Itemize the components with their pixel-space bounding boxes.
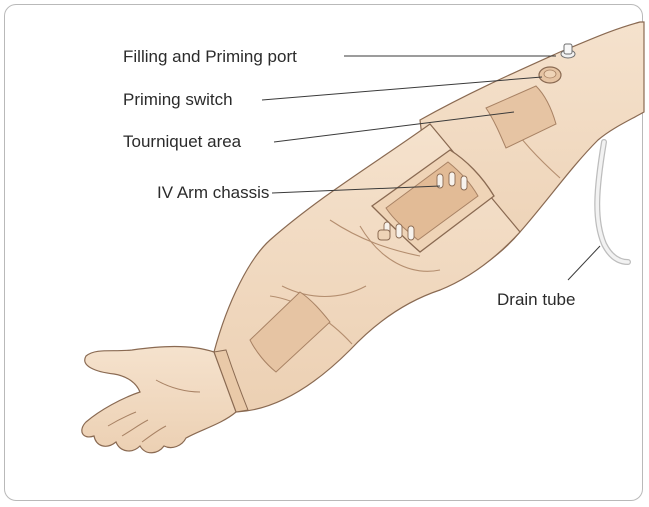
drain-tube [597, 142, 628, 262]
priming-switch [539, 67, 561, 83]
hand [82, 347, 236, 453]
label-drain-tube: Drain tube [497, 290, 575, 309]
label-priming-switch: Priming switch [123, 90, 233, 109]
label-filling-priming-port: Filling and Priming port [123, 47, 297, 66]
label-tourniquet-area: Tourniquet area [123, 132, 242, 151]
label-iv-arm-chassis: IV Arm chassis [157, 183, 269, 202]
